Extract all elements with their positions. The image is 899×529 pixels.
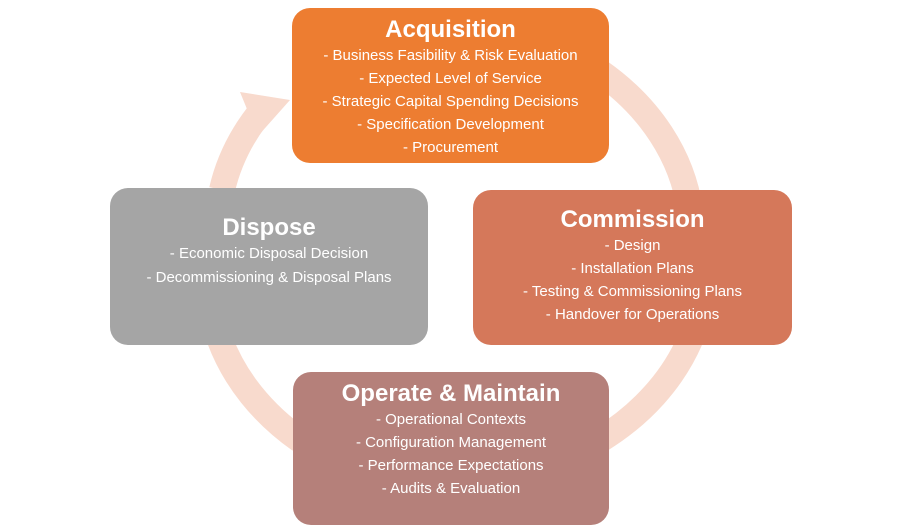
stage-operate-item: - Operational Contexts [375, 411, 527, 428]
stage-acquisition-item: - Procurement [402, 139, 499, 156]
stage-acquisition-item: - Business Fasibility & Risk Evaluation [323, 47, 578, 64]
stage-operate-item: - Performance Expectations [358, 457, 544, 474]
stage-dispose-item: - Economic Disposal Decision [169, 245, 369, 262]
stage-operate-item: - Configuration Management [355, 434, 547, 451]
stage-commission-item: - Testing & Commissioning Plans [523, 283, 742, 300]
stage-acquisition: Acquisition - Business Fasibility & Risk… [292, 8, 609, 163]
stage-dispose-title: Dispose [222, 214, 316, 241]
ring-arc-bottom-right [593, 334, 702, 452]
stage-commission-item: - Handover for Operations [545, 306, 720, 323]
stage-operate-maintain: Operate & Maintain - Operational Context… [293, 372, 609, 525]
stage-operate-title: Operate & Maintain [341, 380, 561, 407]
stage-dispose-item: - Decommissioning & Disposal Plans [146, 269, 392, 286]
stage-acquisition-item: - Specification Development [357, 116, 544, 133]
stage-acquisition-item: - Expected Level of Service [359, 70, 542, 87]
stage-commission-item: - Installation Plans [571, 260, 694, 277]
stage-commission-title: Commission [560, 206, 705, 233]
stage-commission-item: - Design [604, 237, 661, 254]
stage-dispose: Dispose - Economic Disposal Decision - D… [110, 188, 428, 345]
stage-commission: Commission - Design - Installation Plans… [473, 190, 792, 345]
stage-acquisition-item: - Strategic Capital Spending Decisions [322, 93, 579, 110]
stage-acquisition-title: Acquisition [385, 16, 516, 43]
cycle-arrow-head [240, 92, 290, 136]
ring-arc-bottom-left [207, 335, 308, 451]
stage-operate-item: - Audits & Evaluation [381, 480, 521, 497]
